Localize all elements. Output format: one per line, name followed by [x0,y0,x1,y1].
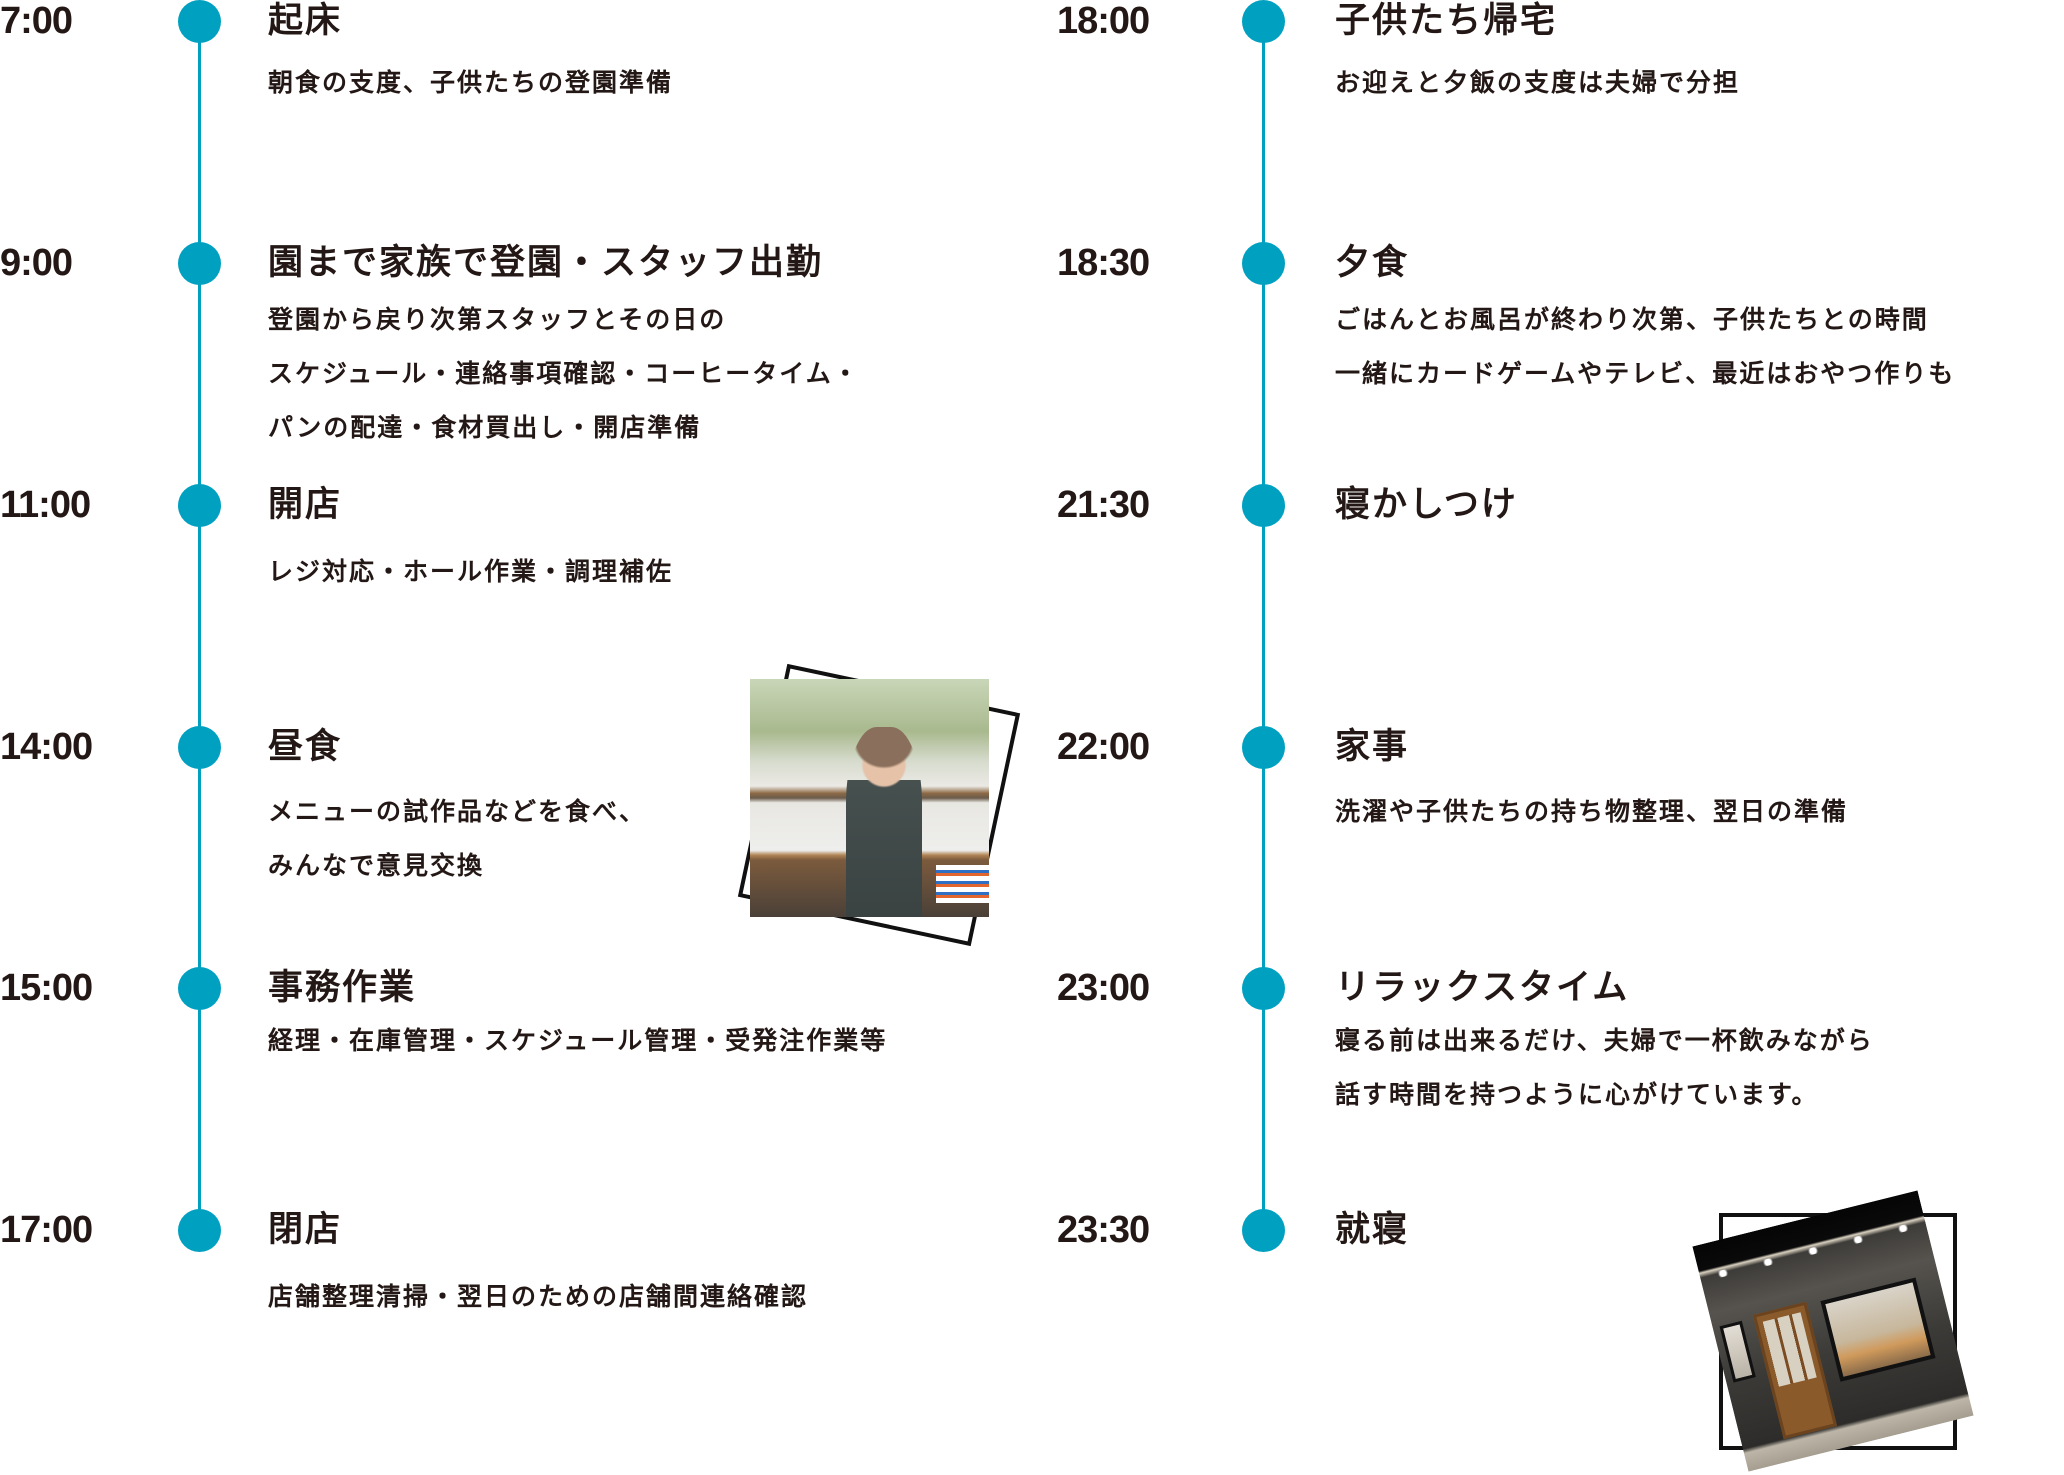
entry-time: 9:00 [0,242,73,284]
timeline-entry: 18:00 子供たち帰宅 お迎えと夕飯の支度は夫婦で分担 [1032,0,2064,97]
entry-title: 起床 [268,1,343,41]
timeline-entry: 17:00 閉店 店舗整理清掃・翌日のための店舗間連絡確認 [0,1209,1032,1311]
timeline-dot-icon [178,726,221,769]
timeline-dot-icon [1242,1209,1285,1252]
timeline-dot-icon [178,484,221,527]
timeline-entry: 22:00 家事 洗濯や子供たちの持ち物整理、翌日の準備 [1032,726,2064,826]
person-figure [845,726,923,917]
entry-title: 事務作業 [268,968,417,1008]
timeline-entry: 7:00 起床 朝食の支度、子供たちの登園準備 [0,0,1032,97]
entry-title: 寝かしつけ [1335,485,1518,525]
timeline-entry: 18:30 夕食 ごはんとお風呂が終わり次第、子供たちとの時間 一緒にカードゲー… [1032,242,2064,388]
entry-title: 昼食 [268,727,343,767]
description-line: お迎えと夕飯の支度は夫婦で分担 [1335,68,1741,97]
timeline-dot-icon [1242,484,1285,527]
entry-title: リラックスタイム [1335,968,1630,1008]
description-line: 登園から戻り次第スタッフとその日の [268,305,727,334]
timeline-dot-icon [1242,967,1285,1010]
entry-description: 寝る前は出来るだけ、夫婦で一杯飲みながら 話す時間を持つように心がけています。 [1335,1026,1874,1134]
entry-title: 子供たち帰宅 [1335,1,1558,41]
description-line: 寝る前は出来るだけ、夫婦で一杯飲みながら [1335,1026,1874,1055]
entry-description: レジ対応・ホール作業・調理補佐 [268,557,673,611]
entry-title: 就寝 [1335,1210,1410,1250]
timeline-dot-icon [1242,242,1285,285]
entry-time: 11:00 [0,484,91,526]
timeline-dot-icon [178,0,221,43]
timeline-dot-icon [1242,0,1285,43]
description-line: スケジュール・連絡事項確認・コーヒータイム・ [268,359,860,388]
storefront-photo [1682,1185,1982,1475]
entry-time: 18:30 [1057,242,1150,284]
entry-title: 開店 [268,485,343,525]
entry-title: 家事 [1335,727,1410,767]
entry-title: 夕食 [1335,243,1410,283]
description-line: ごはんとお風呂が終わり次第、子供たちとの時間 [1335,305,1929,334]
staff-photo [720,650,1021,950]
entry-time: 22:00 [1057,726,1150,768]
timeline-entry: 23:00 リラックスタイム 寝る前は出来るだけ、夫婦で一杯飲みながら 話す時間… [1032,967,2064,1109]
description-line: 店舗整理清掃・翌日のための店舗間連絡確認 [268,1282,809,1311]
timeline-dot-icon [178,1209,221,1252]
entry-description: メニューの試作品などを食べ、 みんなで意見交換 [268,797,646,905]
description-line: レジ対応・ホール作業・調理補佐 [268,557,674,586]
entry-description: 店舗整理清掃・翌日のための店舗間連絡確認 [268,1282,808,1336]
timeline-dot-icon [1242,726,1285,769]
description-line: メニューの試作品などを食べ、 [268,797,647,826]
timeline-entry: 15:00 事務作業 経理・在庫管理・スケジュール管理・受発注作業等 [0,967,1032,1055]
entry-time: 14:00 [0,726,93,768]
timeline-line [1262,21,1265,1230]
entry-description: 洗濯や子供たちの持ち物整理、翌日の準備 [1335,797,1848,851]
timeline-entry: 11:00 開店 レジ対応・ホール作業・調理補佐 [0,484,1032,586]
entry-time: 15:00 [0,967,93,1009]
timeline-entry: 21:30 寝かしつけ [1032,484,2064,565]
description-line: 一緒にカードゲームやテレビ、最近はおやつ作りも [1335,359,1956,388]
timeline-dot-icon [178,242,221,285]
description-line: みんなで意見交換 [268,851,485,880]
description-line: 経理・在庫管理・スケジュール管理・受発注作業等 [268,1026,888,1055]
timeline-entry: 23:30 就寝 [1032,1209,2064,1290]
timeline-entry: 14:00 昼食 メニューの試作品などを食べ、 みんなで意見交換 [0,726,1032,880]
entry-description: 朝食の支度、子供たちの登園準備 [268,68,673,122]
timeline-line [198,21,201,1230]
entry-time: 23:30 [1057,1209,1150,1251]
description-line: パンの配達・食材買出し・開店準備 [268,413,702,442]
entry-time: 7:00 [0,0,73,42]
entry-description: ごはんとお風呂が終わり次第、子供たちとの時間 一緒にカードゲームやテレビ、最近は… [1335,305,1955,413]
staff-photo-image [750,679,989,917]
description-line: 洗濯や子供たちの持ち物整理、翌日の準備 [1335,797,1849,826]
entry-time: 17:00 [0,1209,93,1251]
description-line: 話す時間を持つように心がけています。 [1335,1080,1819,1109]
timeline-entry: 9:00 園まで家族で登園・スタッフ出勤 登園から戻り次第スタッフとその日の ス… [0,242,1032,442]
basket-stack [936,864,989,903]
entry-time: 21:30 [1057,484,1150,526]
entry-title: 園まで家族で登園・スタッフ出勤 [268,243,824,283]
entry-description: お迎えと夕飯の支度は夫婦で分担 [1335,68,1740,122]
entry-description: 経理・在庫管理・スケジュール管理・受発注作業等 [268,1026,887,1080]
entry-title: 閉店 [268,1210,343,1250]
entry-time: 23:00 [1057,967,1150,1009]
description-line: 朝食の支度、子供たちの登園準備 [268,68,674,97]
entry-description: 登園から戻り次第スタッフとその日の スケジュール・連絡事項確認・コーヒータイム・… [268,305,860,467]
timeline-right: 18:00 子供たち帰宅 お迎えと夕飯の支度は夫婦で分担 18:30 夕食 ごは… [1032,0,2064,1473]
timeline-left: 7:00 起床 朝食の支度、子供たちの登園準備 9:00 園まで家族で登園・スタ… [0,0,1032,1473]
timeline-dot-icon [178,967,221,1010]
entry-time: 18:00 [1057,0,1150,42]
